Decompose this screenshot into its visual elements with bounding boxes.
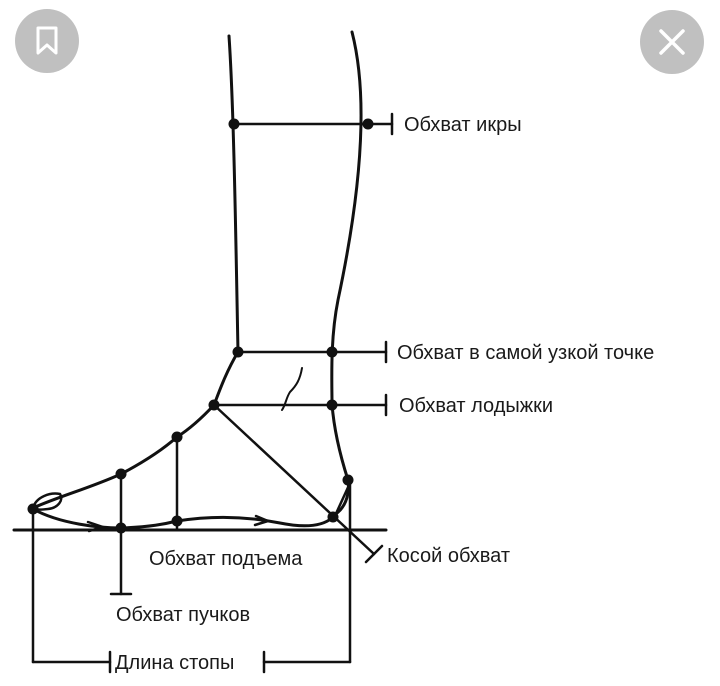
heel-diagonal: [332, 481, 352, 520]
leg-back-outline: [330, 30, 363, 518]
point-ball-bottom: [115, 522, 127, 534]
point-calf-back: [362, 118, 374, 130]
label-foot-length: Длина стопы: [114, 652, 236, 674]
oblique-line: [212, 403, 376, 556]
point-ankle-back: [326, 399, 338, 411]
label-narrowest-girth: Обхват в самой узкой точке: [396, 342, 656, 364]
sole-arrow-right: [253, 514, 270, 527]
point-instep-bottom: [171, 515, 183, 527]
sole-outline: [31, 507, 334, 530]
label-ball-girth: Обхват пучков: [115, 604, 252, 626]
point-narrow-back: [326, 346, 338, 358]
bookmark-button[interactable]: [15, 9, 79, 73]
label-oblique-girth: Косой обхват: [386, 545, 512, 567]
ankle-bone-mark: [281, 367, 303, 411]
point-narrow-front: [232, 346, 244, 358]
label-instep-girth: Обхват подъема: [148, 548, 304, 570]
label-calf-girth: Обхват икры: [403, 114, 523, 136]
close-icon: [659, 29, 685, 55]
point-ball-top: [115, 468, 127, 480]
point-calf-front: [228, 118, 240, 130]
point-heel-top: [342, 474, 354, 486]
point-heel-bottom: [327, 511, 339, 523]
point-ankle-front: [208, 399, 220, 411]
close-button[interactable]: [640, 10, 704, 74]
leg-front-outline: [31, 34, 240, 510]
point-toe: [27, 503, 39, 515]
oblique-tick: [364, 544, 384, 564]
bookmark-icon: [36, 26, 58, 55]
label-ankle-girth: Обхват лодыжки: [398, 395, 555, 417]
point-instep-top: [171, 431, 183, 443]
